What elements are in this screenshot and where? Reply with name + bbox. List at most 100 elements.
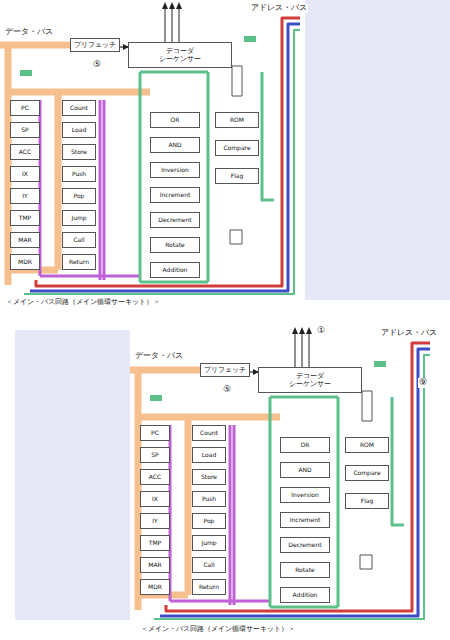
box-text: ACC	[19, 149, 31, 156]
alu-box: Inversion	[280, 487, 330, 503]
alu-box: OR	[150, 112, 200, 128]
alu-box: OR	[280, 437, 330, 453]
operation-box: Pop	[192, 513, 226, 529]
unit-box: ROM	[215, 112, 259, 128]
bus-label: データ・バス	[134, 352, 184, 361]
box-text: Inversion	[161, 167, 189, 174]
register-box: MAR	[140, 557, 170, 573]
alu-box: Increment	[150, 187, 200, 203]
alu-box: AND	[280, 462, 330, 478]
alu-box: Inversion	[150, 162, 200, 178]
operation-box: Push	[192, 491, 226, 507]
prefetch-box: プリフェッチ	[70, 38, 120, 52]
box-text: デコーダ	[166, 47, 194, 55]
register-box: ACC	[10, 144, 40, 160]
register-box: SP	[140, 447, 170, 463]
box-text: Count	[200, 430, 218, 437]
box-text: Jump	[71, 215, 86, 222]
unit-box: Flag	[215, 168, 259, 184]
bus-label: データ・バス	[4, 28, 54, 37]
box-text: SP	[151, 452, 158, 459]
operation-box: Store	[192, 469, 226, 485]
register-box: MAR	[10, 232, 40, 248]
box-text: プリフェッチ	[204, 366, 246, 374]
box-text: ACC	[149, 474, 161, 481]
box-text: ROM	[360, 442, 374, 449]
box-text: Flag	[361, 498, 374, 505]
register-box: TMP	[140, 535, 170, 551]
box-text: SP	[21, 127, 28, 134]
box-text: IY	[152, 518, 157, 525]
box-text: Decrement	[288, 542, 321, 549]
register-box: MDR	[10, 254, 40, 270]
unit-box: ROM	[345, 437, 389, 453]
side-panel	[305, 0, 450, 300]
flow-arrow	[250, 371, 258, 372]
caption: ＜メイン・バス回路（メイン循環サーキット）＞	[5, 299, 161, 307]
callout-number: ⑨	[418, 378, 428, 388]
alu-box: Increment	[280, 512, 330, 528]
box-text: Increment	[290, 517, 321, 524]
operation-box: Pop	[62, 188, 96, 204]
bus-wiring	[130, 327, 430, 619]
bus-label: アドレス・バス	[250, 4, 308, 13]
box-text: Store	[71, 149, 87, 156]
operation-box: Load	[192, 447, 226, 463]
box-text: シーケンサー	[289, 380, 331, 388]
alu-box: Addition	[280, 587, 330, 603]
box-text: Call	[203, 562, 214, 569]
bus-wiring	[0, 2, 300, 294]
side-panel	[15, 330, 130, 620]
box-text: Push	[202, 496, 216, 503]
operation-box: Load	[62, 122, 96, 138]
operation-box: Jump	[192, 535, 226, 551]
box-text: Flag	[231, 173, 244, 180]
box-text: Load	[72, 127, 86, 134]
caption: ＜メイン・バス回路（メイン循環サーキット）＞	[140, 626, 296, 634]
alu-box: Addition	[150, 262, 200, 278]
register-box: ACC	[140, 469, 170, 485]
box-text: Pop	[204, 518, 215, 525]
box-text: Inversion	[291, 492, 319, 499]
box-text: Compare	[223, 145, 250, 152]
callout-number: ⑤	[92, 60, 102, 70]
decoder-box: デコーダシーケンサー	[128, 42, 232, 68]
box-text: TMP	[19, 215, 31, 222]
unit-box: Compare	[345, 465, 389, 481]
box-text: Load	[202, 452, 216, 459]
box-text: Addition	[293, 592, 318, 599]
alu-box: Decrement	[280, 537, 330, 553]
box-text: IX	[22, 171, 28, 178]
alu-box: Decrement	[150, 212, 200, 228]
callout-number: ①	[316, 326, 326, 336]
operation-box: Return	[192, 579, 226, 595]
unit-box: Flag	[345, 493, 389, 509]
operation-box: Call	[192, 557, 226, 573]
box-text: Jump	[201, 540, 216, 547]
box-text: MDR	[18, 259, 32, 266]
box-text: IX	[152, 496, 158, 503]
decoder-box: デコーダシーケンサー	[258, 367, 362, 393]
operation-box: Return	[62, 254, 96, 270]
register-box: TMP	[10, 210, 40, 226]
box-text: Rotate	[165, 242, 185, 249]
box-text: MAR	[148, 562, 161, 569]
box-text: OR	[171, 117, 180, 124]
box-text: IY	[22, 193, 27, 200]
operation-box: Count	[192, 425, 226, 441]
box-text: Compare	[353, 470, 380, 477]
alu-box: Rotate	[150, 237, 200, 253]
box-text: AND	[298, 467, 311, 474]
box-text: Pop	[74, 193, 85, 200]
register-box: IY	[10, 188, 40, 204]
alu-box: Rotate	[280, 562, 330, 578]
register-box: IX	[10, 166, 40, 182]
box-text: ROM	[230, 117, 244, 124]
box-text: Rotate	[295, 567, 315, 574]
box-text: デコーダ	[296, 372, 324, 380]
register-box: PC	[10, 100, 40, 116]
box-text: PC	[21, 105, 29, 112]
box-text: AND	[168, 142, 181, 149]
operation-box: Call	[62, 232, 96, 248]
